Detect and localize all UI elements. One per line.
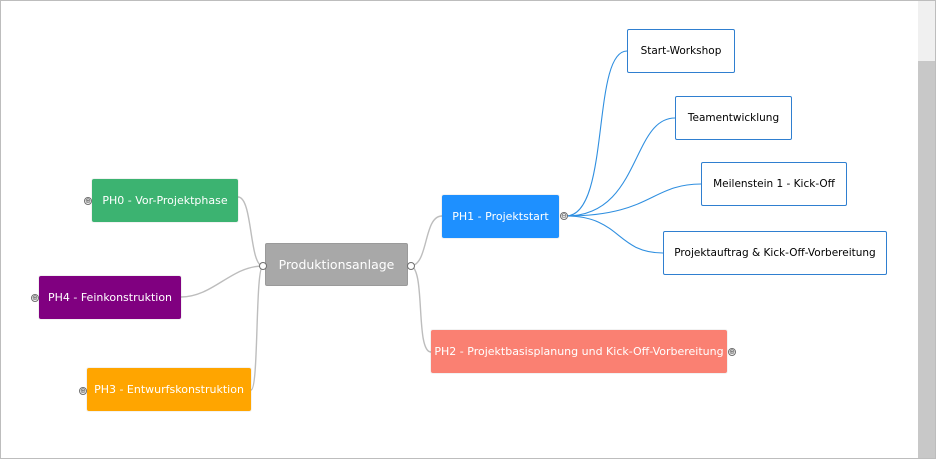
expand-ph0-icon[interactable]: ⊕ bbox=[84, 196, 92, 205]
link-root-ph3 bbox=[250, 265, 264, 391]
vertical-scrollbar-thumb[interactable] bbox=[918, 61, 935, 458]
sub-node-projektauftrag[interactable]: Projektauftrag & Kick-Off-Vorbereitung bbox=[663, 231, 887, 275]
root-left-connector-dot bbox=[259, 262, 267, 270]
link-ph1-meilenstein bbox=[565, 183, 702, 217]
sub-node-label: Projektauftrag & Kick-Off-Vorbereitung bbox=[674, 247, 876, 259]
sub-node-label: Meilenstein 1 - Kick-Off bbox=[713, 178, 835, 190]
branch-node-label: PH3 - Entwurfskonstruktion bbox=[94, 383, 244, 396]
link-ph1-projektauftrag bbox=[565, 215, 664, 254]
branch-node-ph1[interactable]: PH1 - Projektstart bbox=[442, 195, 559, 238]
branch-node-label: PH1 - Projektstart bbox=[452, 210, 549, 223]
collapse-ph1-icon[interactable]: ⊖ bbox=[560, 211, 568, 220]
root-node-produktionsanlage[interactable]: Produktionsanlage bbox=[265, 243, 408, 286]
branch-node-ph0[interactable]: PH0 - Vor-Projektphase bbox=[92, 179, 238, 222]
root-right-connector-dot bbox=[407, 262, 415, 270]
sub-node-start-workshop[interactable]: Start-Workshop bbox=[627, 29, 735, 73]
branch-node-label: PH0 - Vor-Projektphase bbox=[102, 194, 228, 207]
link-root-ph0 bbox=[237, 196, 264, 267]
link-root-ph1 bbox=[409, 215, 443, 267]
sub-node-meilenstein-1[interactable]: Meilenstein 1 - Kick-Off bbox=[701, 162, 847, 206]
branch-node-ph2[interactable]: PH2 - Projektbasisplanung und Kick-Off-V… bbox=[431, 330, 727, 373]
link-ph1-start-workshop bbox=[565, 50, 628, 217]
root-node-label: Produktionsanlage bbox=[278, 257, 395, 272]
sub-node-label: Teamentwicklung bbox=[687, 112, 780, 124]
link-ph1-teamentwicklung bbox=[565, 117, 676, 217]
expand-ph3-icon[interactable]: ⊕ bbox=[79, 386, 87, 395]
branch-node-ph3[interactable]: PH3 - Entwurfskonstruktion bbox=[87, 368, 251, 411]
sub-node-teamentwicklung[interactable]: Teamentwicklung bbox=[675, 96, 792, 140]
branch-node-label: PH4 - Feinkonstruktion bbox=[47, 291, 173, 304]
sub-node-label: Start-Workshop bbox=[640, 45, 722, 57]
expand-ph2-icon[interactable]: ⊕ bbox=[728, 347, 736, 356]
link-root-ph4 bbox=[180, 265, 264, 298]
branch-node-ph4[interactable]: PH4 - Feinkonstruktion bbox=[39, 276, 181, 319]
branch-node-label: PH2 - Projektbasisplanung und Kick-Off-V… bbox=[434, 345, 724, 358]
expand-ph4-icon[interactable]: ⊕ bbox=[31, 293, 39, 302]
link-root-ph2 bbox=[409, 265, 432, 353]
